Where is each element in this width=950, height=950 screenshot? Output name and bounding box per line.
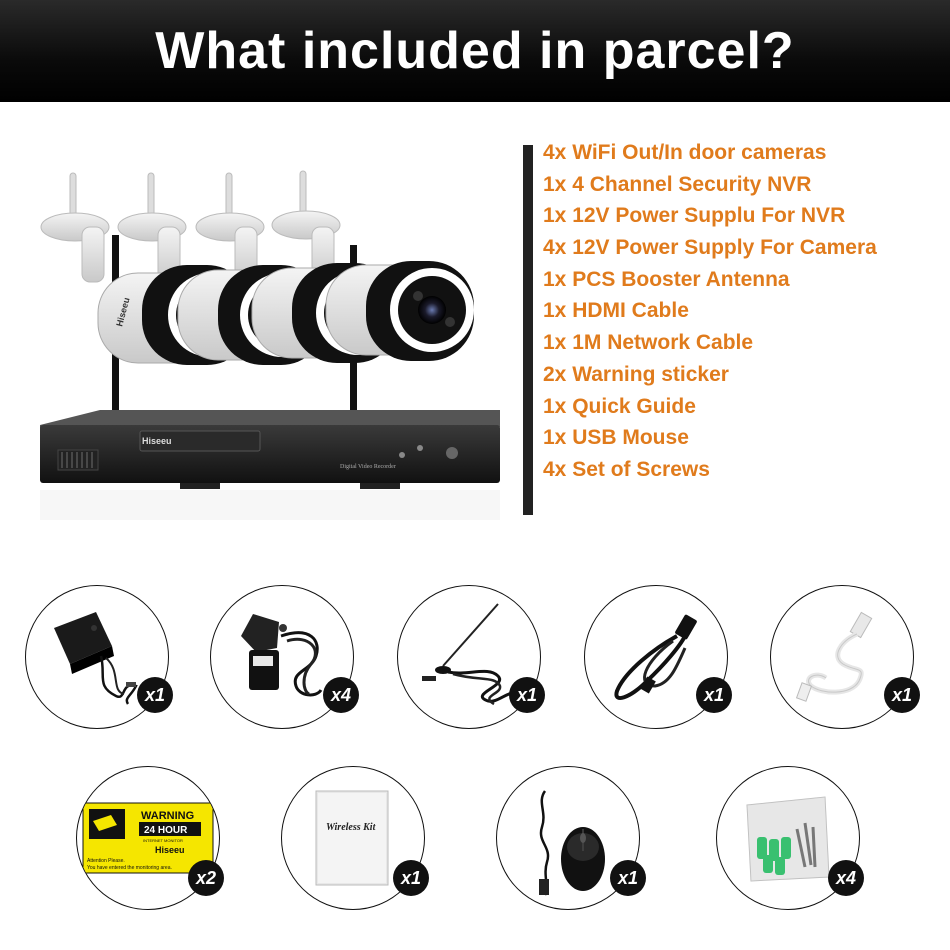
kit-product-image: Hiseeu Hiseeu Digital Video Recorder xyxy=(40,170,500,520)
bullet-cameras xyxy=(97,261,474,365)
qty-badge: x1 xyxy=(610,860,646,896)
booster-antenna-icon xyxy=(422,603,520,706)
list-item: 4x 12V Power Supply For Camera xyxy=(543,236,877,260)
list-item: 1x HDMI Cable xyxy=(543,299,689,323)
item-circle-screws xyxy=(716,766,860,910)
nvr-subtitle: Digital Video Recorder xyxy=(340,464,396,470)
quick-guide-icon: Wireless Kit xyxy=(315,790,389,886)
qty-badge: x1 xyxy=(884,677,920,713)
warning-sticker-icon: WARNING 24 HOUR INTERNET MONITOR Hiseeu … xyxy=(82,802,214,874)
sticker-title: WARNING xyxy=(141,810,194,822)
nvr-brand: Hiseeu xyxy=(142,436,172,446)
sticker-footer1: Attention Please. xyxy=(87,858,125,864)
qty-badge: x4 xyxy=(323,677,359,713)
guide-title: Wireless Kit xyxy=(326,822,377,833)
qty-badge: x2 xyxy=(188,860,224,896)
usb-mouse-icon xyxy=(539,790,605,896)
list-item: 1x 1M Network Cable xyxy=(543,331,754,355)
list-item: 1x 12V Power Supplu For NVR xyxy=(543,204,846,228)
list-item: 1x Quick Guide xyxy=(543,394,696,418)
qty-badge: x1 xyxy=(393,860,429,896)
screws-bag-icon xyxy=(746,796,830,882)
item-circle-guide: Wireless Kit xyxy=(281,766,425,910)
list-item: 4x Set of Screws xyxy=(543,457,710,481)
sticker-brand: Hiseeu xyxy=(155,845,185,855)
page-title: What included in parcel? xyxy=(155,22,795,80)
list-divider xyxy=(523,145,533,515)
sticker-line2: INTERNET MONITOR xyxy=(143,838,183,843)
nvr-recorder: Hiseeu Digital Video Recorder xyxy=(40,410,500,520)
qty-badge: x1 xyxy=(137,677,173,713)
qty-badge: x1 xyxy=(696,677,732,713)
sticker-footer2: You have entered the monitoring area. xyxy=(87,865,172,871)
camera-antennas xyxy=(69,170,307,224)
list-item: 2x Warning sticker xyxy=(543,362,729,386)
list-item: 1x PCS Booster Antenna xyxy=(543,267,790,291)
qty-badge: x1 xyxy=(509,677,545,713)
nvr-power-adapter-icon xyxy=(54,612,138,705)
list-item: 4x WiFi Out/In door cameras xyxy=(543,141,827,164)
list-item: 1x 4 Channel Security NVR xyxy=(543,172,812,196)
camera-mounts xyxy=(40,210,341,283)
hdmi-cable-icon xyxy=(614,614,697,700)
network-cable-icon xyxy=(795,611,873,702)
sticker-line1: 24 HOUR xyxy=(144,825,188,836)
contents-list: 4x WiFi Out/In door cameras 1x 4 Channel… xyxy=(543,141,877,490)
camera-power-adapter-icon xyxy=(241,614,323,697)
list-item: 1x USB Mouse xyxy=(543,426,689,450)
header-banner: What included in parcel? xyxy=(0,0,950,102)
qty-badge: x4 xyxy=(828,860,864,896)
